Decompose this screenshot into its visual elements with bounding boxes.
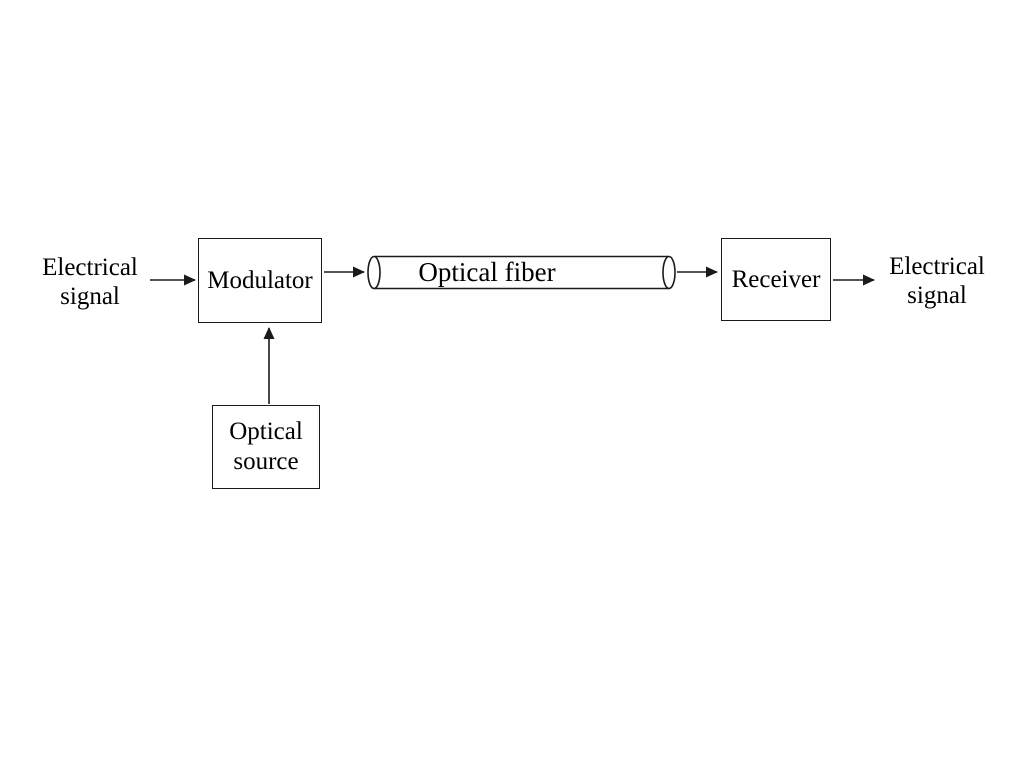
input-signal-label: Electrical signal [20, 253, 160, 311]
output-signal-label-line1: Electrical [889, 253, 985, 280]
receiver-label: Receiver [731, 265, 821, 293]
modulator-label: Modulator [207, 266, 313, 294]
output-signal-label-line2: signal [907, 282, 967, 309]
optical-fiber-label: Optical fiber [418, 257, 556, 287]
input-signal-label-line1: Electrical [42, 254, 138, 281]
cylinder-right-cap [662, 255, 676, 290]
cylinder-left-cap [367, 255, 381, 290]
optical-source-label-line2: source [233, 448, 299, 475]
optical-fiber-cylinder [367, 255, 676, 290]
receiver-box: Receiver [721, 238, 831, 321]
optical-source-box: Optical source [212, 405, 320, 489]
optical-source-label-line1: Optical [229, 418, 303, 445]
modulator-box: Modulator [198, 238, 322, 323]
output-signal-label: Electrical signal [862, 252, 1012, 310]
input-signal-label-line2: signal [60, 283, 120, 310]
